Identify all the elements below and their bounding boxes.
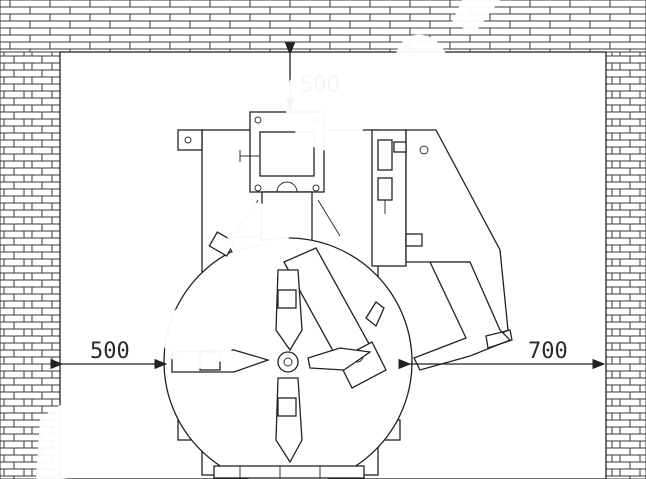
dimension-right: 700 [398, 339, 606, 370]
dimension-left-label: 500 [90, 339, 130, 364]
dimension-left: 500 [50, 339, 168, 370]
dimension-right-label: 700 [528, 339, 568, 364]
turntable-jaws [171, 269, 372, 464]
watermark [36, 0, 500, 479]
